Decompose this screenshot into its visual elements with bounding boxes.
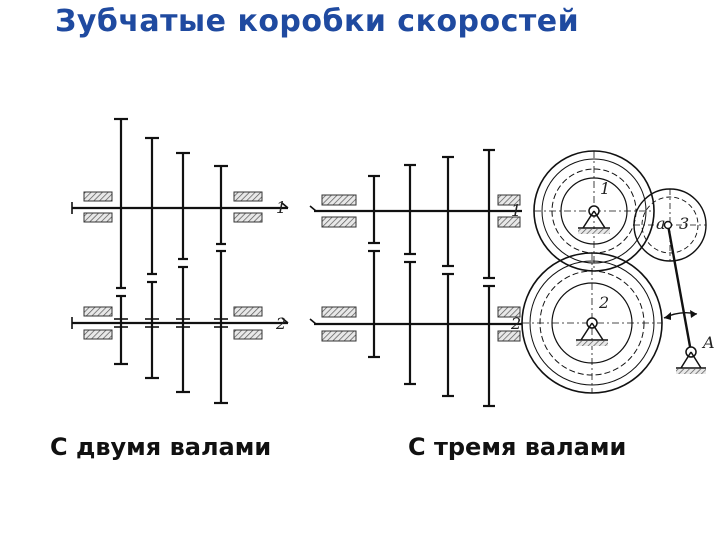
left-shaft-2-label: 2 [275,314,286,333]
page-title: Зубчатые коробки скоростей [55,4,580,39]
caption-three-shafts: С тремя валами [408,433,627,461]
gear-1-label: 1 [600,179,610,198]
left-gear-pairs [114,117,228,405]
right-gears [368,148,495,408]
pivot-A-label: A [701,333,715,352]
gear-3-label: 3 [679,214,689,233]
left-bearings [83,191,263,340]
two-shaft-gearbox [71,117,289,405]
right-bearings [321,194,521,342]
caption-two-shafts: С двумя валами [50,433,272,461]
three-shaft-end-view [521,150,707,394]
left-shaft-1-label: 1 [276,198,286,217]
right-shaft-2-label: 2 [510,314,521,333]
gear-2-label: 2 [598,293,609,312]
three-shaft-section [309,148,522,408]
right-shaft-1-label: 1 [511,201,521,220]
pivot-a-label: a [656,214,666,233]
